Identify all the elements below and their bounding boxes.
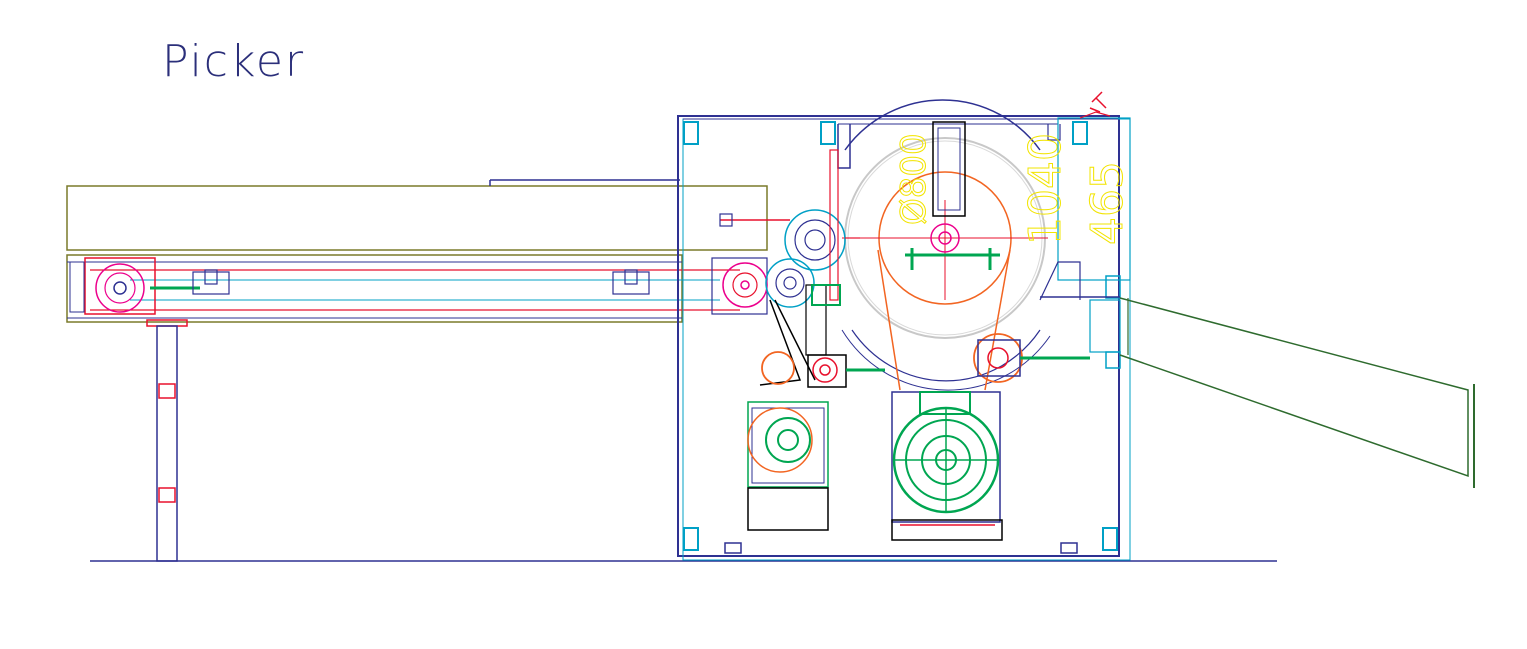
dim-label-c: 465 [1082,161,1133,245]
drawing-title: Picker [162,36,306,87]
conveyor-support-leg [146,319,188,562]
gear-reducer [747,401,829,531]
head-pulley [722,262,768,308]
lower-feed-roller [765,258,815,308]
dim-label-b: 1040 [1020,133,1071,245]
machine-frame [677,91,1131,561]
top-bearing-housing [932,121,966,217]
discharge-chute [1119,297,1475,488]
tail-pulley [95,263,145,313]
outer-frame [677,115,1120,557]
conveyor-frame [66,254,683,323]
main-motor [891,391,1003,541]
conveyor-hopper [66,185,768,251]
opening-cylinder: Ø800 1040 465 [841,99,1134,391]
upper-feed-roller [784,209,846,271]
dim-label-a: Ø800 [894,133,934,225]
drive-pulleys [761,333,1090,388]
orange-idler [761,351,795,385]
motor-base [891,519,1003,541]
feed-conveyor [66,179,768,323]
tension-pulley [973,333,1023,383]
reducer-pulley [812,357,838,383]
reducer-base [747,487,829,531]
